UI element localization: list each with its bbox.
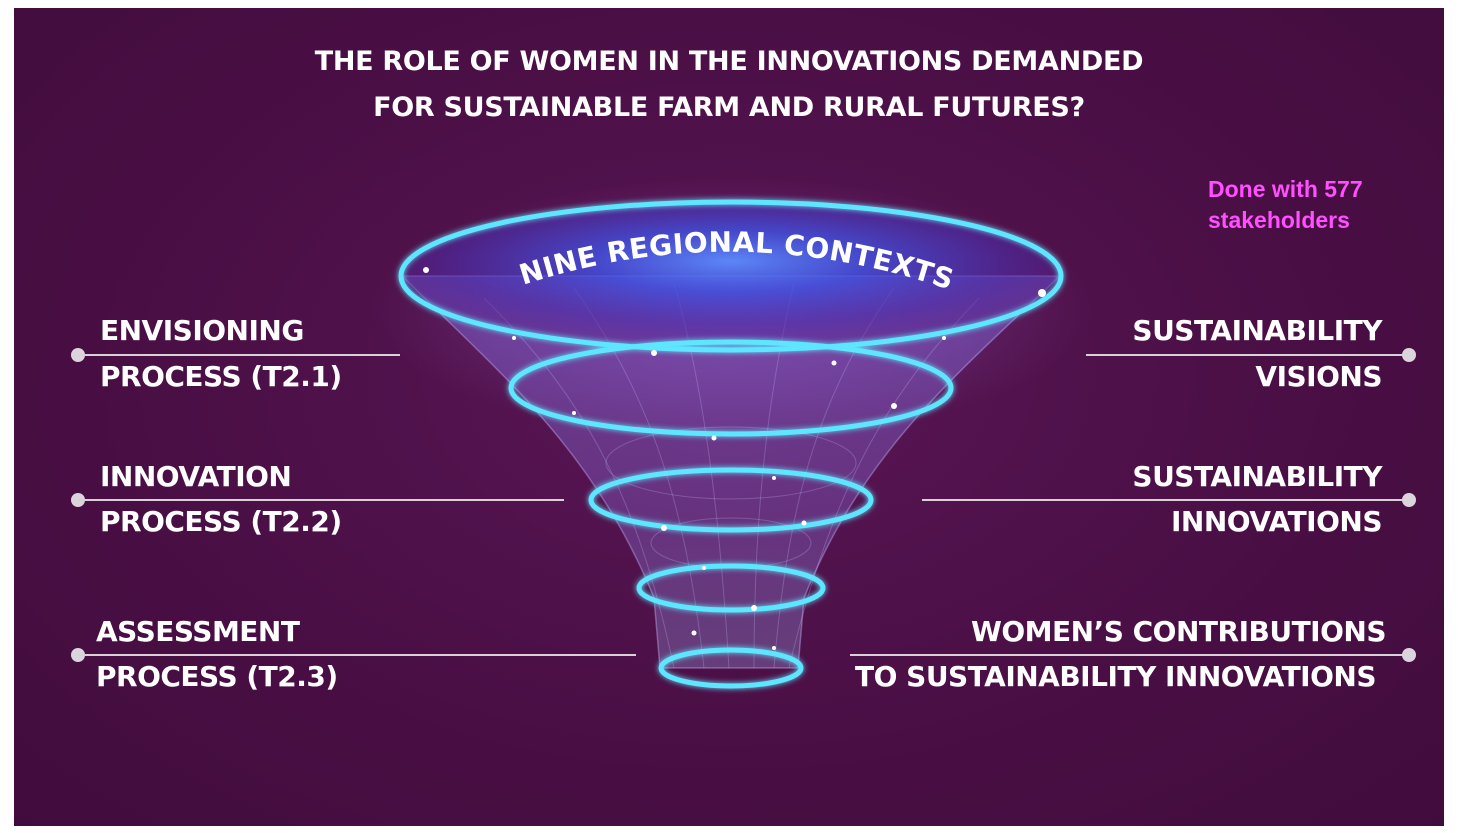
right-connector-line-3 xyxy=(850,654,1408,656)
left-connector-line-1 xyxy=(78,354,400,356)
left-label-3-line-1: ASSESSMENT xyxy=(96,615,300,648)
right-label-2-line-2: INNOVATIONS xyxy=(1170,505,1383,538)
right-label-3-line-1: WOMEN’S CONTRIBUTIONS xyxy=(970,615,1387,648)
right-label-1-line-2: VISIONS xyxy=(1255,360,1382,393)
right-label-2-line-1: SUSTAINABILITY xyxy=(1132,460,1382,493)
left-label-1-line-2: PROCESS (T2.1) xyxy=(100,360,342,393)
left-label-1-line-1: ENVISIONING xyxy=(100,314,304,347)
left-label-2-line-1: INNOVATION xyxy=(100,460,292,493)
stakeholder-note-line-1: Done with 577 xyxy=(1208,176,1363,202)
left-label-2-line-2: PROCESS (T2.2) xyxy=(100,505,342,538)
left-label-3-line-2: PROCESS (T2.3) xyxy=(96,660,338,693)
funnel-illustration: NINE REGIONAL CONTEXTS xyxy=(372,178,1092,689)
title-line-1: THE ROLE OF WOMEN IN THE INNOVATIONS DEM… xyxy=(314,46,1144,77)
funnel-sparkles xyxy=(423,267,1046,650)
funnel-opening xyxy=(401,202,1061,350)
right-connector-line-1 xyxy=(1086,354,1408,356)
slide-background: THE ROLE OF WOMEN IN THE INNOVATIONS DEM… xyxy=(14,8,1444,826)
right-connector-dot-3 xyxy=(1402,648,1416,662)
right-connector-dot-2 xyxy=(1402,493,1416,507)
funnel-rings xyxy=(398,199,1064,689)
stakeholder-note-line-2: stakeholders xyxy=(1208,207,1350,233)
right-label-3-line-2: TO SUSTAINABILITY INNOVATIONS xyxy=(855,660,1377,693)
right-connector-dot-1 xyxy=(1402,348,1416,362)
funnel-mesh xyxy=(483,282,980,669)
left-connector-line-2 xyxy=(78,499,564,501)
right-connector-line-2 xyxy=(922,499,1408,501)
right-label-1-line-1: SUSTAINABILITY xyxy=(1132,314,1382,347)
title-line-2: FOR SUSTAINABLE FARM AND RURAL FUTURES? xyxy=(373,92,1085,123)
left-connector-line-3 xyxy=(78,654,636,656)
